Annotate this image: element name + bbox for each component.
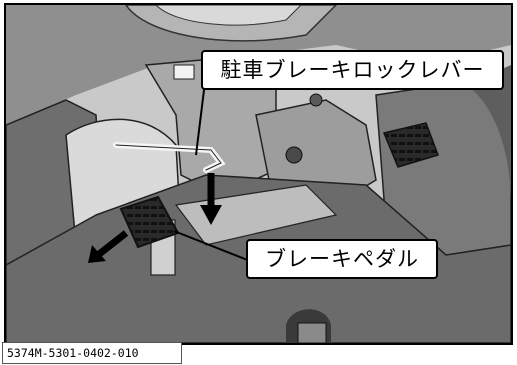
brake-pedal-callout: ブレーキペダル xyxy=(246,239,438,279)
parking-brake-lock-lever-callout: 駐車ブレーキロックレバー xyxy=(201,50,504,90)
figure-code-label: 5374M-5301-0402-010 xyxy=(2,342,182,364)
